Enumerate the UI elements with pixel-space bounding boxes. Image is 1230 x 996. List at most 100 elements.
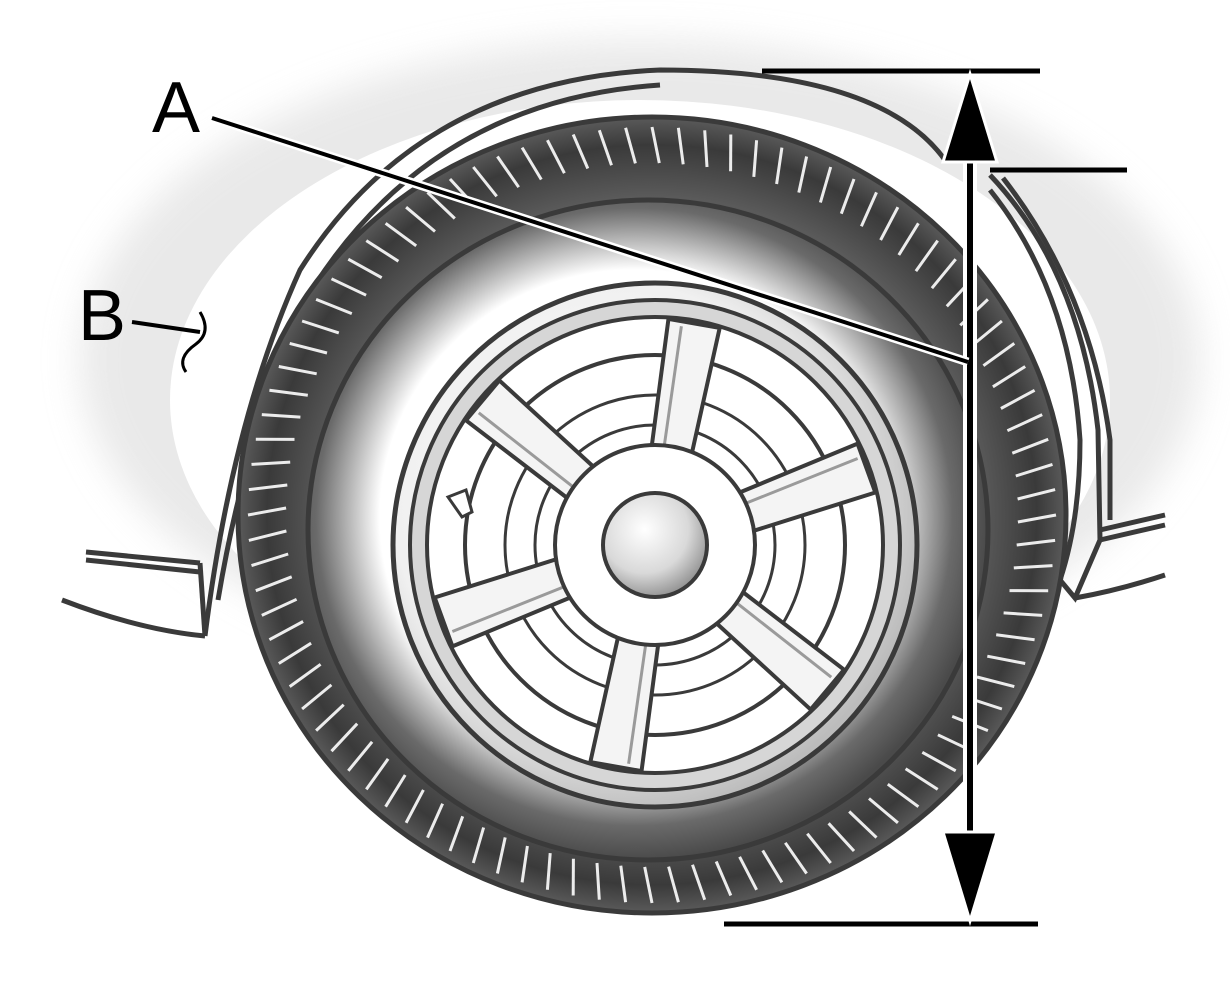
tread-sipe (255, 575, 293, 593)
tread-sipe (495, 837, 507, 874)
tread-sipe (269, 388, 308, 397)
tread-sipe (261, 413, 301, 419)
tread-sipe (897, 222, 920, 256)
tread-sipe (268, 620, 304, 642)
tread-sipe (278, 641, 312, 665)
tread-sipe (914, 239, 939, 272)
arrow-head-down (940, 830, 1000, 927)
tread-sipe (868, 797, 899, 824)
tread-sipe (624, 127, 637, 164)
tread-sipe (365, 239, 400, 263)
tread-sipe (288, 663, 322, 688)
tread-sipe (921, 750, 957, 773)
tread-sipe (703, 130, 709, 168)
tread-sipe (471, 827, 486, 864)
tread-sipe (248, 483, 288, 492)
tread-sipe (996, 633, 1035, 642)
tread-sipe (667, 866, 680, 903)
tread-sipe (1006, 413, 1043, 433)
tread-sipe (1013, 564, 1053, 570)
tread-sipe (384, 774, 407, 808)
tread-sipe (930, 258, 957, 290)
tread-sipe (347, 740, 374, 772)
tread-sipe (384, 222, 418, 248)
tread-sipe (248, 529, 287, 542)
tread-sipe (595, 862, 601, 900)
tread-sipe (1011, 437, 1049, 455)
tread-sipe (1003, 611, 1043, 617)
tread-sipe (1000, 388, 1036, 410)
tread-sipe (251, 552, 289, 568)
tread-sipe (426, 191, 456, 220)
tread-sipe (545, 852, 552, 890)
tread-sipe (676, 127, 685, 165)
body-panel-right (1074, 512, 1166, 601)
tread-sipe (404, 789, 425, 824)
tread-sipe (278, 365, 317, 376)
tread-sipe (904, 767, 939, 791)
tread-sipe (619, 865, 628, 903)
tread-sipe (976, 675, 1015, 689)
tread-sipe (848, 810, 878, 839)
tread-sipe (330, 722, 359, 753)
tread-sipe (1017, 513, 1057, 524)
tread-sipe (987, 654, 1026, 665)
tread-sipe (251, 460, 291, 466)
tread-sipe (301, 683, 333, 711)
tread-sipe (784, 841, 808, 875)
callout-b-leader (131, 320, 201, 334)
tread-sipe (827, 822, 856, 853)
tread-sipe (886, 782, 920, 808)
tread-sipe (691, 864, 707, 901)
tread-sipe (261, 597, 298, 617)
tread-sipe (797, 156, 809, 193)
valve-stem (445, 487, 474, 519)
wheel-spokes (432, 316, 878, 774)
tread-sipe (330, 277, 367, 297)
measurement-guides (724, 68, 1127, 927)
tread-sipe (738, 856, 758, 891)
tread-sipe (992, 365, 1026, 389)
tread-sipe (315, 298, 353, 315)
tread-sipe (752, 140, 759, 178)
tread-sipe (571, 133, 590, 170)
tread-sipe (496, 155, 520, 189)
tread-sipe (247, 506, 287, 517)
callout-a-label: A (152, 68, 200, 148)
tread-sipe (546, 139, 566, 174)
tread-sipe (839, 178, 856, 215)
tread-sipe (405, 206, 436, 233)
tread-sipe (365, 758, 390, 791)
arrow-head-up (940, 68, 1000, 164)
center-cap (601, 491, 709, 599)
callout-b: B (78, 276, 207, 373)
tread-sipe (806, 832, 832, 864)
tread-sipe (426, 803, 444, 839)
tread-sipe (520, 845, 529, 883)
tread-sipe (448, 815, 465, 852)
tread-sipe (818, 166, 833, 203)
tread-sipe (1016, 538, 1056, 547)
tread-sipe (714, 860, 733, 897)
tread-sipe (347, 257, 383, 280)
tread-sipe (1015, 462, 1053, 478)
tread-sipe (472, 166, 498, 198)
body-panel-left (61, 549, 208, 639)
tread-sipe (1017, 488, 1056, 501)
height-arrow (940, 68, 1000, 927)
tread-sipe (315, 703, 345, 732)
tread-sipe (301, 319, 340, 335)
callout-b-label: B (78, 276, 126, 356)
callout-a: A (152, 68, 970, 367)
tread-sipe (520, 146, 543, 181)
tread-sipe (289, 341, 328, 355)
tread-sipe (971, 319, 1003, 347)
tread-sipe (775, 147, 784, 185)
tread-sipe (982, 342, 1016, 367)
wheel-rim (390, 280, 920, 810)
tread-sipe (761, 849, 784, 884)
tread-sipe (879, 206, 900, 241)
callout-b-squiggle (181, 311, 207, 373)
tread-sipe (650, 126, 661, 164)
